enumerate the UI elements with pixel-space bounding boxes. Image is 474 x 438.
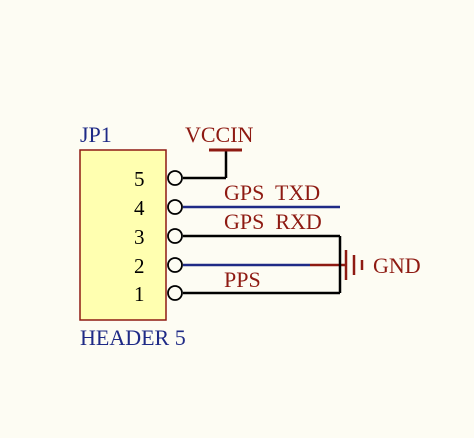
pin-number-3: 3 (134, 225, 145, 249)
pin-number-5: 5 (134, 167, 145, 191)
header-body (79, 149, 167, 321)
wires (183, 150, 346, 295)
component-name-label: HEADER 5 (80, 325, 186, 350)
pin1-terminal (167, 285, 183, 301)
pin4-terminal (167, 199, 183, 215)
pin-number-1: 1 (134, 282, 145, 306)
pin2-terminal (167, 257, 183, 273)
pin-number-2: 2 (134, 254, 145, 278)
pin5-terminal (167, 170, 183, 186)
designator-label: JP1 (80, 122, 112, 147)
net-label-gnd: GND (373, 253, 421, 278)
gnd-symbol (344, 250, 364, 280)
net-label-gps-rxd: GPS RXD (224, 209, 322, 234)
pin3-terminal (167, 228, 183, 244)
net-label-pps: PPS (224, 267, 261, 292)
net-label-vccin: VCCIN (185, 122, 254, 147)
net-label-gps-txd: GPS TXD (224, 180, 321, 205)
pin-circles (167, 170, 183, 301)
pin-number-4: 4 (134, 196, 145, 220)
